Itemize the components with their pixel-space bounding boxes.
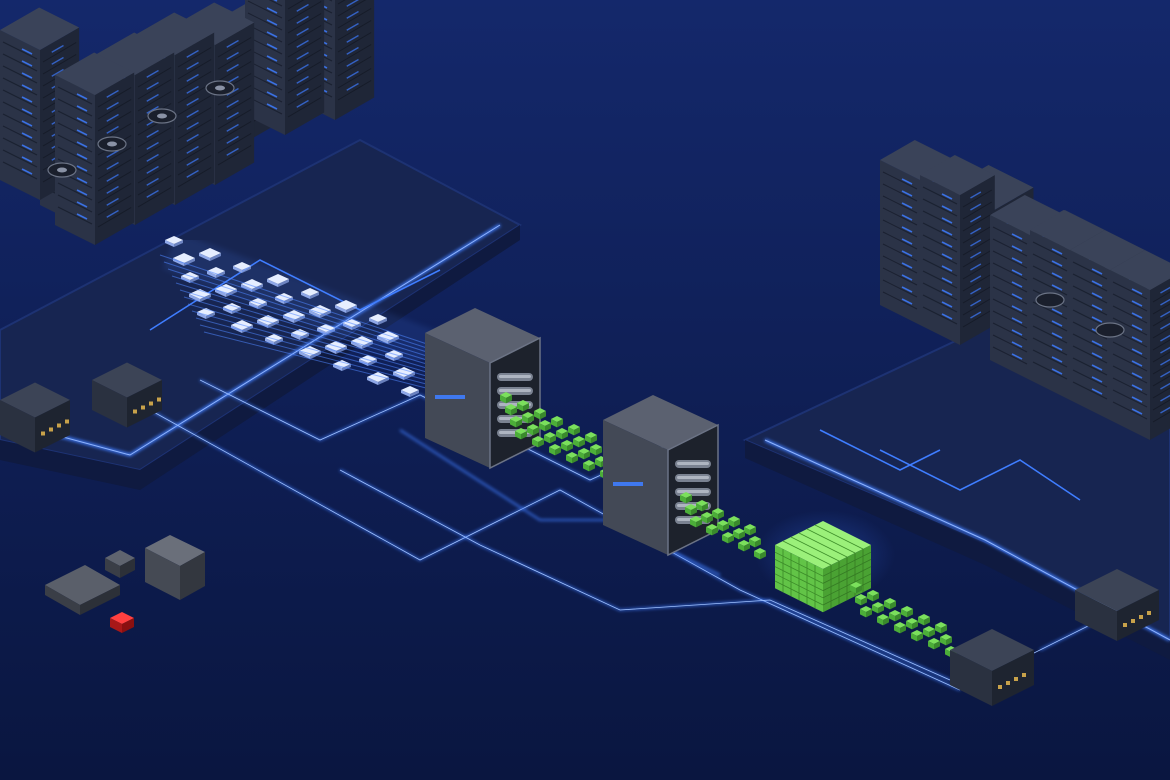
green-packet [733,528,745,540]
floating-blocks [45,535,205,633]
network-switch-left-1 [92,362,162,428]
green-packet [532,436,544,448]
white-packet [267,274,289,287]
green-packet [573,436,585,448]
green-packet [527,424,539,436]
fan-icon [1095,322,1125,338]
green-packet [549,444,561,456]
left-rack-tall-2 [245,0,325,135]
green-packet-output [928,638,940,650]
fan-icon [1035,292,1065,308]
wire-8 [819,429,941,471]
green-packet [590,444,602,456]
green-packet-output [855,594,867,606]
block-cube [145,535,205,600]
network-devices [0,362,1159,706]
green-packet [690,516,702,528]
green-packet [556,428,568,440]
green-packet-output [867,590,879,602]
green-packet [722,532,734,544]
green-packet [515,428,527,440]
network-switch-left-2 [0,382,70,453]
green-packet [696,500,708,512]
green-packet [585,432,597,444]
white-packet [165,235,183,248]
green-packet-output [884,598,896,610]
wire-1-core [149,409,961,691]
block-red [110,612,134,633]
green-packet [534,408,546,420]
green-packet [712,508,724,520]
green-packet-output [923,626,935,638]
green-packet [500,392,512,404]
green-packet [754,548,766,560]
left-server-cluster [0,0,375,245]
block-large-flat [45,565,120,615]
processing-unit-1 [425,308,541,470]
green-packet-output [918,614,930,626]
green-packet-output [889,610,901,622]
green-packet-output [894,622,906,634]
white-packet [199,248,221,261]
green-packet-output [872,602,884,614]
green-packet [517,400,529,412]
green-packet [578,448,590,460]
green-packet [744,524,756,536]
green-packet-output [850,582,862,594]
green-packet [561,440,573,452]
data-cube-block [755,510,895,613]
data-packet-stream-white [159,231,438,398]
green-packet-output [906,618,918,630]
white-packet [233,261,251,274]
green-packet [551,416,563,428]
green-packet [680,492,692,504]
green-packet [685,504,697,516]
green-packet [544,432,556,444]
white-packet [369,313,387,326]
right-platform [742,318,1170,660]
white-packet [333,359,351,372]
left-rack-front [55,52,135,245]
green-packet [539,420,551,432]
white-packet [207,266,225,279]
white-packet [309,305,331,318]
green-packet [749,536,761,548]
network-switch-right [1075,569,1159,641]
green-packet [728,516,740,528]
green-packet-output [911,630,923,642]
green-packet [568,424,580,436]
green-packet [522,412,534,424]
green-packet [583,460,595,472]
white-packet [401,385,419,398]
green-packet [717,520,729,532]
green-packet [706,524,718,536]
white-packet [301,287,319,300]
green-packet-output [860,606,872,618]
wire-7 [879,449,1081,501]
right-server-cluster [880,140,1170,440]
white-packet [335,300,357,313]
green-packet [738,540,750,552]
right-rack-tall-2 [920,155,995,345]
edge-device [950,629,1034,706]
green-packet [701,512,713,524]
wire-3-core [339,469,951,681]
green-packet [510,416,522,428]
circuit-wires [149,259,1111,691]
data-packet-stream-green-output [680,492,957,658]
green-packet-output [935,622,947,634]
right-rack-front [1110,250,1170,440]
green-packet-output [877,614,889,626]
green-packet-output [901,606,913,618]
green-packet [505,404,517,416]
processing-unit-2 [603,395,719,557]
block-small [105,550,135,578]
green-packet [566,452,578,464]
green-packet-output [940,634,952,646]
